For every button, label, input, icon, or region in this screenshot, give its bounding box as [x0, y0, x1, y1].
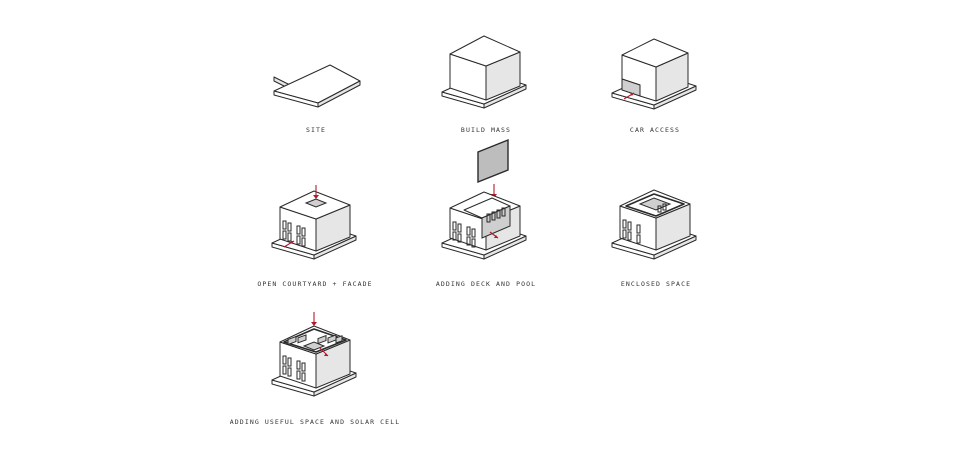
step-enclosed-space [610, 180, 702, 265]
solar-panel-icon [477, 138, 509, 184]
caption-car-access: CAR ACCESS [629, 126, 681, 134]
step-site [270, 60, 365, 110]
caption-open-courtyard: OPEN COURTYARD + FACADE [257, 280, 373, 288]
step-car-access [610, 35, 700, 115]
caption-useful-space: ADDING USEFUL SPACE AND SOLAR CELL [229, 418, 401, 426]
solar-cell-array [287, 334, 343, 346]
step-useful-space [270, 312, 362, 400]
step-open-courtyard [270, 185, 362, 265]
build-mass-illustration [441, 35, 527, 109]
car-access-illustration [611, 38, 697, 110]
useful-space-illustration [271, 312, 357, 397]
enclosed-space-illustration [611, 189, 697, 260]
caption-deck-pool: ADDING DECK AND POOL [435, 280, 537, 288]
caption-build-mass: BUILD MASS [460, 126, 512, 134]
step-deck-pool [440, 138, 532, 265]
deck-pool-illustration [441, 138, 527, 260]
caption-site: SITE [305, 126, 327, 134]
open-courtyard-illustration [271, 185, 357, 260]
step-build-mass [440, 30, 530, 115]
site-slab-illustration [273, 64, 361, 108]
caption-enclosed-space: ENCLOSED SPACE [620, 280, 692, 288]
